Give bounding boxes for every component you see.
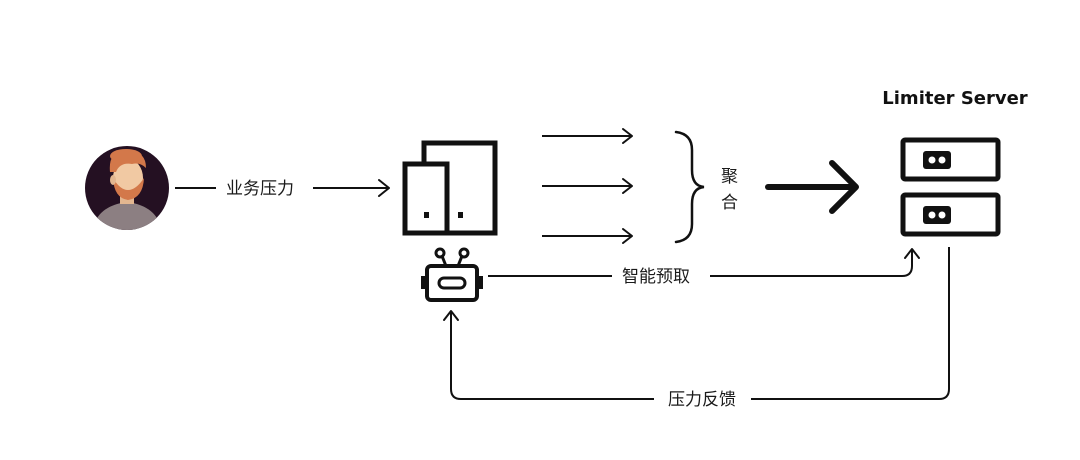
business-pressure-arrowhead	[378, 179, 390, 197]
pressure-feedback-line-right	[751, 247, 950, 400]
smart-prefetch-line-right	[710, 250, 913, 277]
client-buildings-icon	[402, 140, 498, 236]
aggregate-label-bottom: 合	[721, 193, 738, 213]
smart-prefetch-arrowhead	[904, 248, 920, 259]
smart-prefetch-label: 智能预取	[622, 267, 690, 287]
server-title: Limiter Server	[882, 88, 1028, 109]
request-arrow	[542, 228, 633, 244]
request-arrow	[542, 178, 633, 194]
pressure-feedback-arrowhead	[443, 310, 459, 321]
request-arrow	[542, 128, 633, 144]
pressure-feedback-label: 压力反馈	[668, 390, 736, 410]
user-avatar-icon	[85, 146, 169, 230]
pressure-feedback-line-left	[450, 312, 654, 400]
aggregate-arrow	[765, 160, 859, 214]
server-rack-icon	[900, 137, 1001, 237]
business-pressure-label: 业务压力	[226, 179, 294, 199]
robot-icon	[421, 247, 483, 302]
aggregate-brace	[674, 130, 705, 244]
aggregate-label-top: 聚	[721, 167, 738, 187]
